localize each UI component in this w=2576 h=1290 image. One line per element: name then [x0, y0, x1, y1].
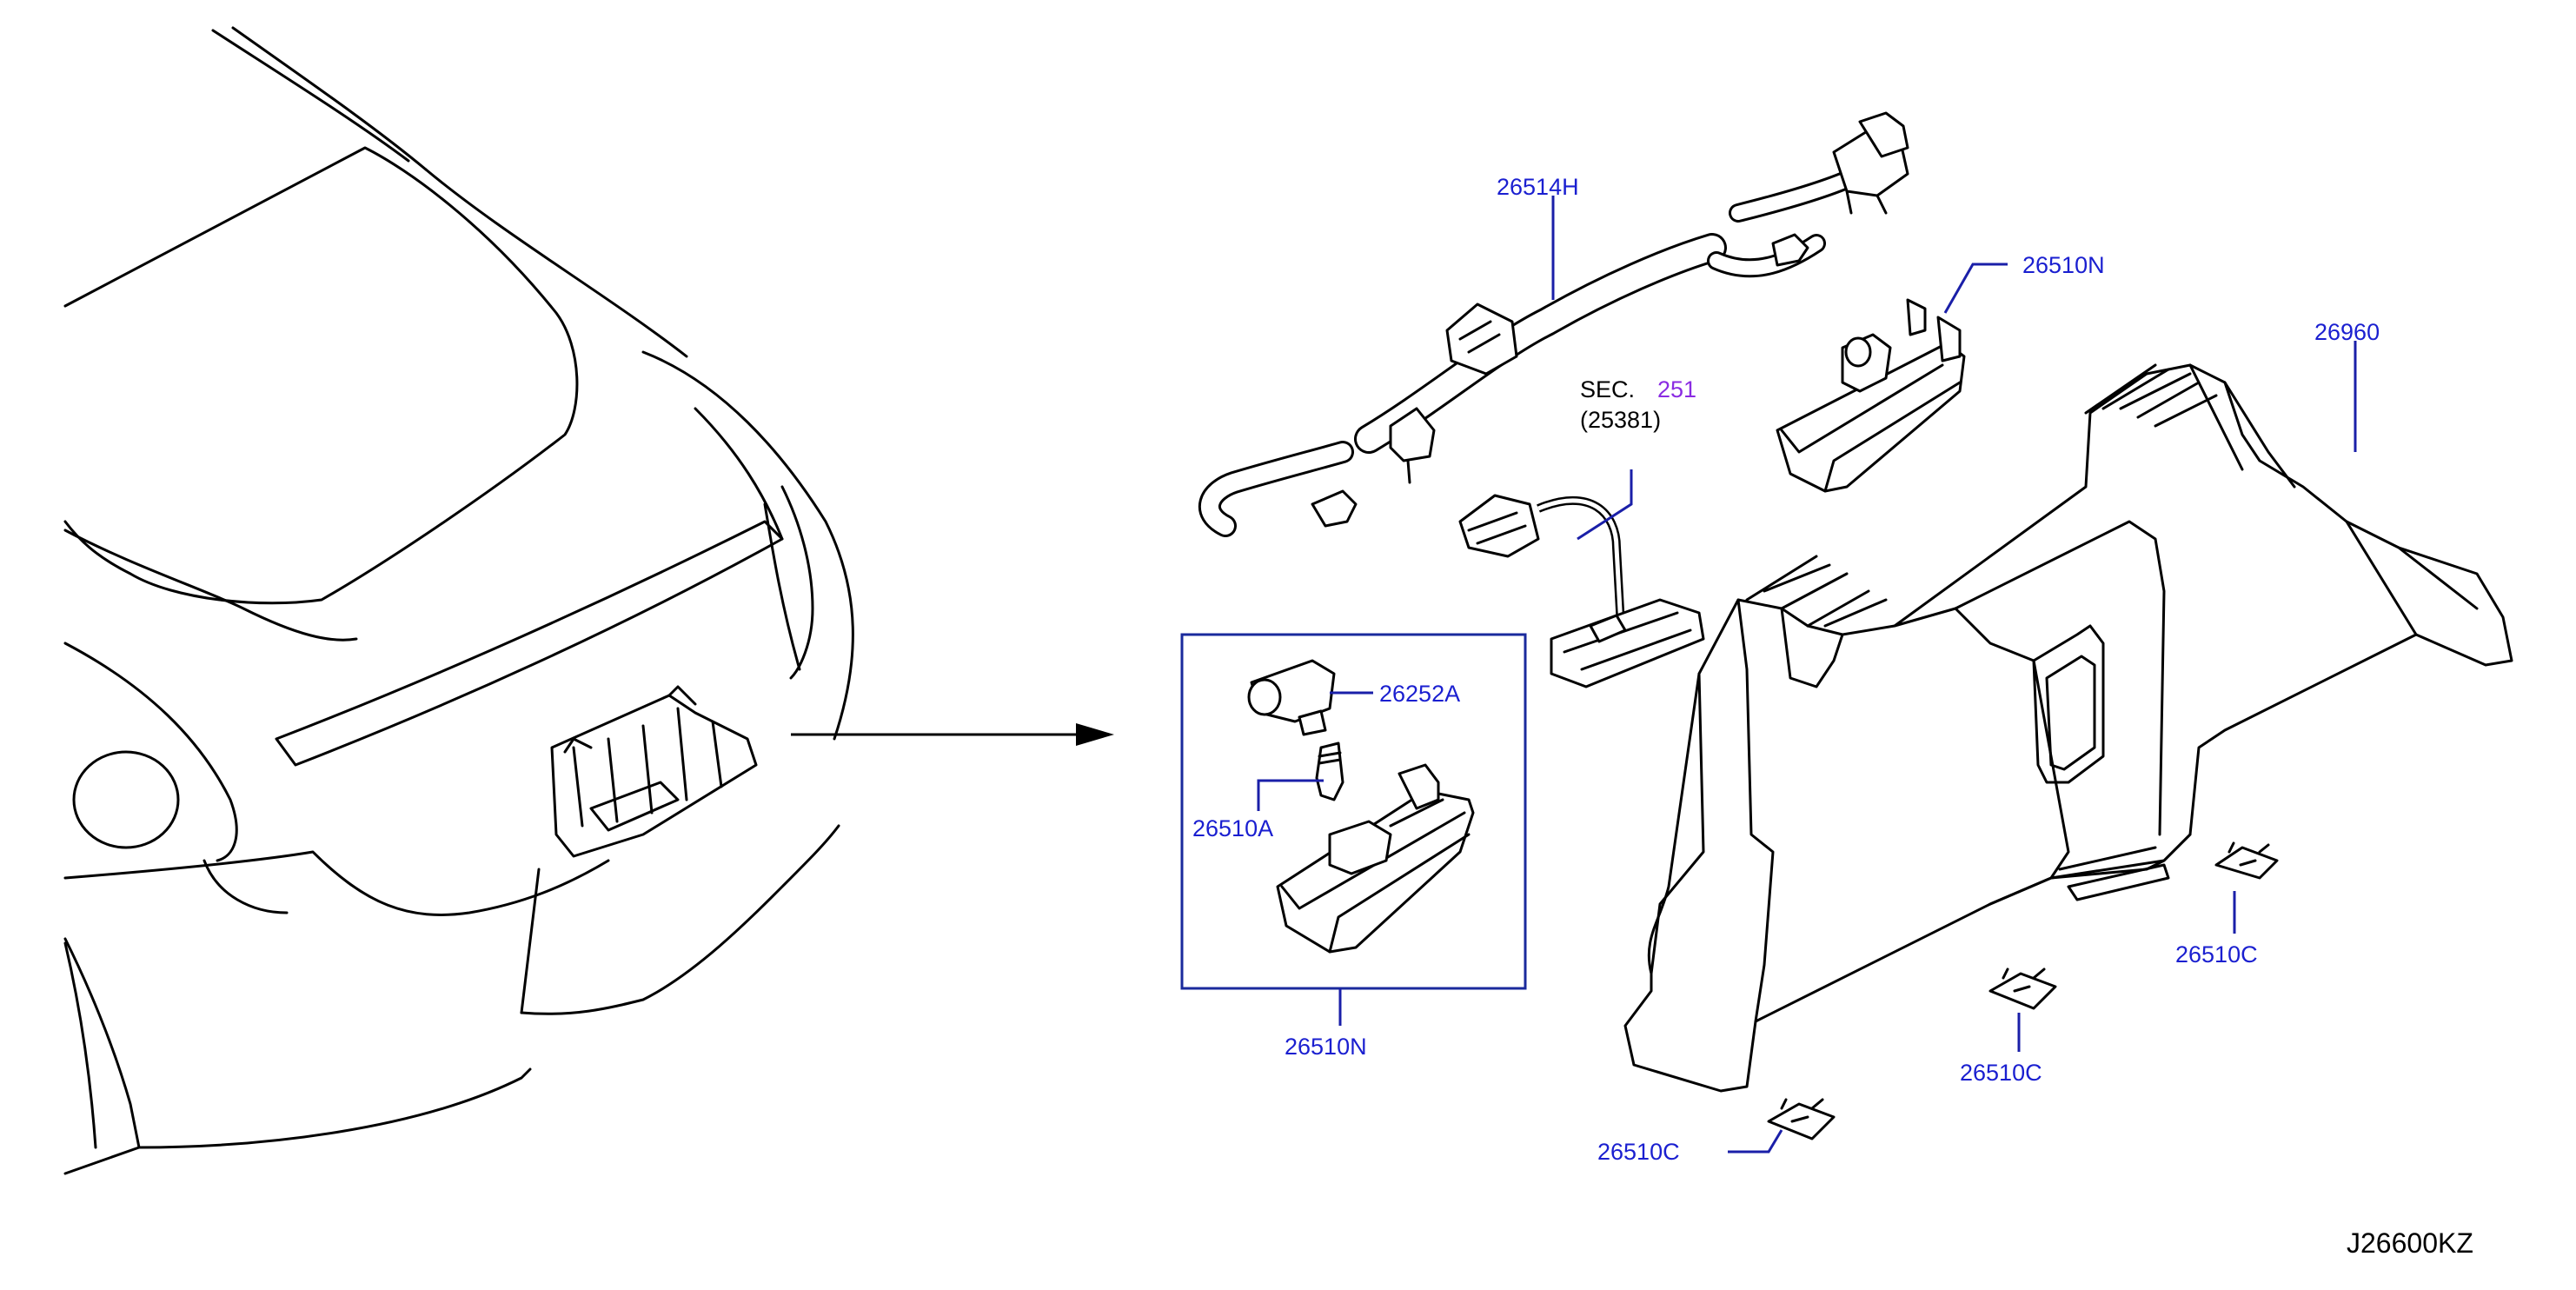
callout-labels: 26514H 26510N 26960 SEC. 251 (25381) 262… [1192, 174, 2473, 1259]
vehicle-rear-illustration [63, 26, 854, 1175]
sec-251-switch-assembly [1458, 494, 1705, 688]
lamp-detail-box [1180, 633, 1527, 990]
trunk-finisher-26960 [1623, 363, 2513, 1093]
callout-26510n-top: 26510N [2022, 252, 2105, 278]
callout-sec-sub: (25381) [1580, 407, 1661, 433]
callout-26252a: 26252A [1379, 681, 1460, 707]
callout-sec-number: 251 [1657, 376, 1696, 402]
diagram-code: J26600KZ [2347, 1227, 2473, 1259]
callout-26510n-detail: 26510N [1285, 1034, 1367, 1060]
clip-26510c-middle [1988, 968, 2057, 1010]
callout-26510c-right: 26510C [2175, 941, 2258, 968]
callout-26510c-middle: 26510C [1960, 1060, 2042, 1086]
callout-26510a: 26510A [1192, 815, 1273, 841]
license-lamp-top [1776, 298, 1966, 493]
leader-lines [1257, 196, 2357, 1154]
wire-harness-26514h [1198, 111, 1909, 537]
clip-26510c-right [2214, 841, 2279, 880]
callout-sec-prefix: SEC. [1580, 376, 1635, 402]
callout-26960: 26960 [2314, 319, 2380, 345]
callout-26510c-bottom: 26510C [1597, 1139, 1680, 1165]
clip-26510c-bottom [1767, 1098, 1836, 1140]
detail-arrow [791, 723, 1114, 746]
callout-26514h: 26514H [1497, 174, 1579, 200]
